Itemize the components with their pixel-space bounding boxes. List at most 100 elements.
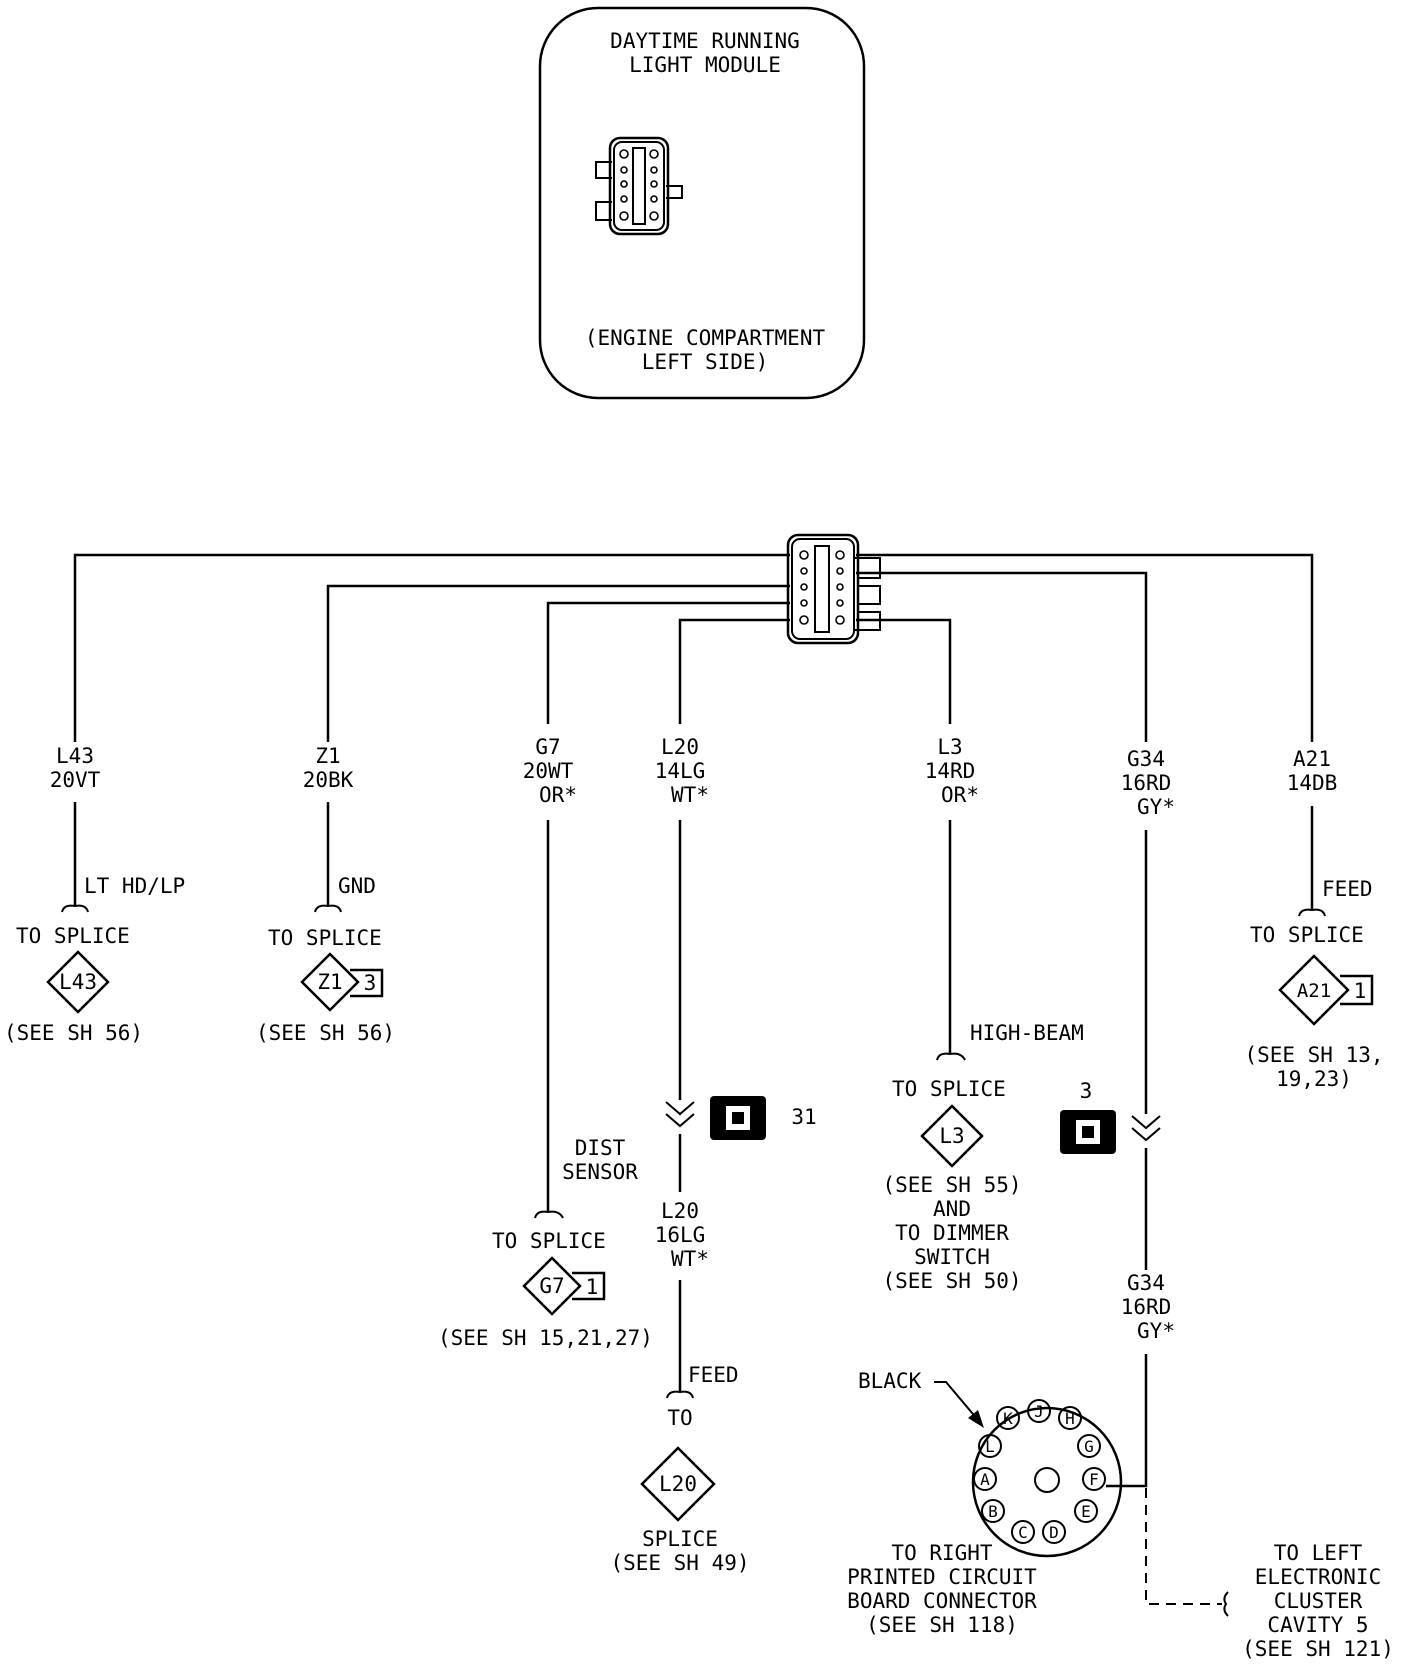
wire-l20-tracer: WT* (671, 783, 709, 807)
module-title-2: LIGHT MODULE (629, 53, 781, 77)
wire-l43-code: L43 (56, 744, 94, 768)
cavity-c-ring (1011, 1520, 1035, 1544)
left-cluster-2: ELECTRONIC (1255, 1565, 1381, 1589)
wire-g34-tracer-2: GY* (1137, 1319, 1175, 1343)
cavity-b: B (988, 1502, 998, 1521)
cavity-a-ring (973, 1467, 997, 1491)
wire-a21-ref-1: (SEE SH 13, (1244, 1043, 1383, 1067)
wire-l20-ref-1: SPLICE (642, 1527, 718, 1551)
left-cluster-5: (SEE SH 121) (1242, 1637, 1394, 1661)
wire-g7-tracer: OR* (539, 783, 577, 807)
wire-l3-dest: TO SPLICE (892, 1077, 1006, 1101)
wire-a21-dest: TO SPLICE (1250, 923, 1364, 947)
inline-connector-3-icon (1060, 1110, 1116, 1154)
cavity-f: F (1089, 1470, 1099, 1489)
cavity-c: C (1018, 1523, 1028, 1542)
wire-a21-ref-2: 19,23) (1276, 1067, 1352, 1091)
splice-l43-label: L43 (59, 970, 97, 994)
cavity-b-ring (981, 1499, 1005, 1523)
wire-g34-code-2: G34 (1127, 1271, 1165, 1295)
wire-l3-ref-4: SWITCH (914, 1245, 990, 1269)
splice-a21-label: A21 (1297, 980, 1331, 1002)
splice-g7-number: 1 (586, 1275, 599, 1299)
wire-l43: L43 20VT LT HD/LP TO SPLICE L43 (SEE SH … (4, 744, 185, 1045)
splice-l20: L20 (640, 1446, 716, 1522)
inline-connector-3-number: 3 (1080, 1079, 1093, 1103)
wire-l20-circuit: FEED (688, 1363, 739, 1387)
wire-l3-ref-1: (SEE SH 55) (882, 1173, 1021, 1197)
cavity-j-ring (1027, 1399, 1051, 1423)
wire-runs (73, 553, 1314, 742)
wire-l3-code: L3 (937, 735, 962, 759)
main-connector (786, 533, 881, 645)
splice-g7-label: G7 (539, 1274, 564, 1298)
wire-l3-circuit: HIGH-BEAM (970, 1021, 1084, 1045)
wire-z1-code: Z1 (315, 744, 340, 768)
module-location-2: LEFT SIDE) (642, 350, 768, 374)
cavity-j: J (1034, 1402, 1044, 1421)
round-connector-label-3: BOARD CONNECTOR (847, 1589, 1037, 1613)
splice-l3: L3 (920, 1104, 984, 1168)
wire-z1-circuit: GND (338, 874, 376, 898)
wire-l3-ref-2: AND (933, 1197, 971, 1221)
splice-a21-number: 1 (1354, 979, 1367, 1003)
wire-z1-gauge: 20BK (303, 768, 354, 792)
wire-l20-ref-2: (SEE SH 49) (610, 1551, 749, 1575)
wire-l20: L20 14LG WT* 31 L20 16LG WT* FEED TO L20… (610, 735, 816, 1575)
wire-g7-circuit-2: SENSOR (562, 1160, 638, 1184)
cavity-l: L (985, 1437, 995, 1456)
wire-l43-dest: TO SPLICE (16, 924, 130, 948)
round-connector-label-2: PRINTED CIRCUIT (847, 1565, 1037, 1589)
cavity-h: H (1065, 1409, 1075, 1428)
cavity-f-ring (1082, 1467, 1106, 1491)
wire-l20-code: L20 (661, 735, 699, 759)
cavity-k: K (1003, 1409, 1013, 1428)
cavity-l-ring (978, 1434, 1002, 1458)
splice-z1-number: 3 (364, 971, 377, 995)
module-location-1: (ENGINE COMPARTMENT (585, 326, 826, 350)
round-connector-label-1: TO RIGHT (891, 1541, 993, 1565)
wire-l20-gauge-2: 16LG (655, 1223, 706, 1247)
wire-g7-gauge: 20WT (523, 759, 574, 783)
wire-l20-code-2: L20 (661, 1199, 699, 1223)
splice-l3-label: L3 (939, 1124, 964, 1148)
wire-g34-tracer: GY* (1137, 795, 1175, 819)
round-connector-color: BLACK (858, 1369, 922, 1393)
wire-g34-gauge-2: 16RD (1121, 1295, 1172, 1319)
wire-g34-gauge: 16RD (1121, 771, 1172, 795)
wire-l3-ref-5: (SEE SH 50) (882, 1269, 1021, 1293)
module-title-1: DAYTIME RUNNING (610, 29, 800, 53)
splice-l20-label: L20 (659, 1472, 697, 1496)
splice-z1: Z1 3 (300, 952, 384, 1012)
splice-z1-label: Z1 (317, 970, 342, 994)
wire-l20-tracer-2: WT* (671, 1247, 709, 1271)
wire-l3-gauge: 14RD (925, 759, 976, 783)
cavity-a: A (980, 1470, 990, 1489)
wire-a21: A21 14DB FEED TO SPLICE A21 1 (SEE SH 13… (1244, 747, 1383, 1091)
wire-l3-ref-3: TO DIMMER (895, 1221, 1009, 1245)
cavity-e-ring (1074, 1499, 1098, 1523)
cavity-k-ring (996, 1406, 1020, 1430)
wire-g7-circuit-1: DIST (575, 1136, 626, 1160)
wire-a21-gauge: 14DB (1287, 771, 1338, 795)
wire-a21-circuit: FEED (1322, 877, 1373, 901)
wire-z1-ref: (SEE SH 56) (256, 1021, 395, 1045)
cavity-h-ring (1058, 1406, 1082, 1430)
left-cluster-4: CAVITY 5 (1267, 1613, 1368, 1637)
wire-l3-tracer: OR* (941, 783, 979, 807)
wire-z1: Z1 20BK GND TO SPLICE Z1 3 (SEE SH 56) (256, 744, 395, 1045)
left-cluster-3: CLUSTER (1274, 1589, 1363, 1613)
wire-l20-gauge: 14LG (655, 759, 706, 783)
splice-l43: L43 (46, 950, 110, 1014)
wire-g34-code: G34 (1127, 747, 1165, 771)
cavity-g: G (1084, 1437, 1094, 1456)
wire-l43-gauge: 20VT (50, 768, 101, 792)
splice-g7: G7 1 (522, 1256, 606, 1316)
wire-g7-ref: (SEE SH 15,21,27) (438, 1326, 653, 1350)
cavity-g-ring (1077, 1434, 1101, 1458)
cavity-e: E (1081, 1502, 1091, 1521)
wire-l20-dest: TO (667, 1406, 692, 1430)
wire-a21-code: A21 (1293, 747, 1331, 771)
